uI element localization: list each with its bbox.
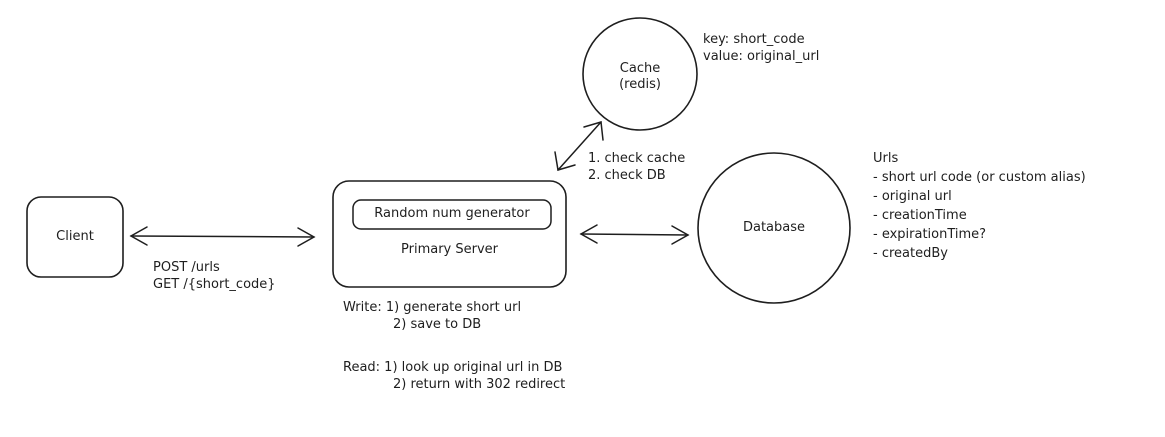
cache-value-note: value: original_url — [703, 49, 820, 64]
get-short-code-endpoint: GET /{short_code} — [153, 277, 276, 292]
client-server-arrow — [129, 226, 316, 247]
post-urls-endpoint: POST /urls — [153, 260, 220, 275]
db-field-creation-time: - creationTime — [873, 208, 967, 223]
check-cache-note: 1. check cache — [588, 151, 686, 166]
cache-key-note: key: short_code — [703, 32, 805, 47]
client-node-shape — [26, 196, 124, 278]
server-cache-arrow — [554, 121, 604, 171]
cache-label-line1: Cache — [619, 61, 661, 76]
client-label: Client — [56, 229, 94, 244]
random-generator-label: Random num generator — [374, 206, 530, 221]
check-db-note: 2. check DB — [588, 168, 666, 183]
database-node-shape — [697, 152, 851, 304]
write-flow-step1: Write: 1) generate short url — [343, 300, 522, 315]
db-table-title: Urls — [873, 151, 899, 166]
cache-node-shape — [582, 17, 698, 131]
db-field-created-by: - createdBy — [873, 246, 948, 261]
read-flow-step1: Read: 1) look up original url in DB — [343, 360, 563, 375]
random-generator-shape — [352, 199, 552, 230]
db-field-original-url: - original url — [873, 189, 952, 204]
read-flow-step2: 2) return with 302 redirect — [393, 377, 566, 392]
primary-server-label: Primary Server — [401, 242, 498, 257]
database-label: Database — [742, 220, 806, 235]
primary-server-node-shape — [332, 180, 567, 288]
db-field-expiration-time: - expirationTime? — [873, 227, 987, 242]
cache-label-line2: (redis) — [619, 77, 661, 92]
db-field-short-code: - short url code (or custom alias) — [873, 170, 1086, 185]
write-flow-step2: 2) save to DB — [393, 317, 482, 332]
server-database-arrow — [579, 224, 690, 245]
